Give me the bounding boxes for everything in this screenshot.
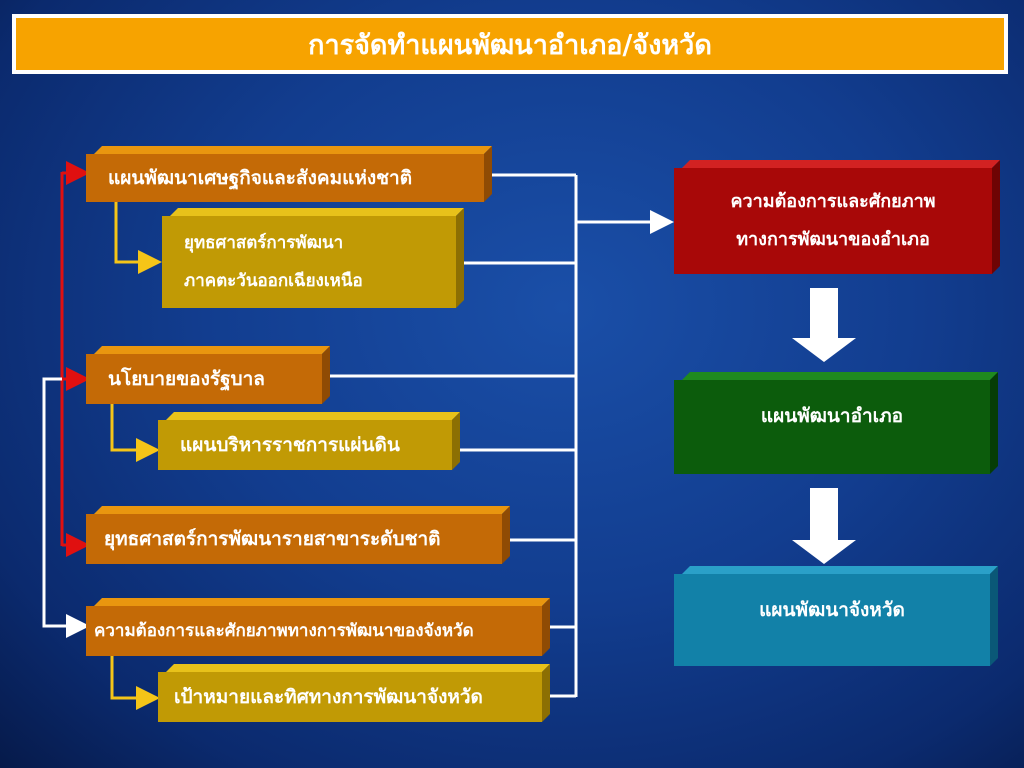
province-plan-box: แผนพัฒนาจังหวัด [674,566,998,666]
national-plan-box: แผนพัฒนาเศษฐกิจและสังคมแห่งชาติ [86,146,492,202]
district-needs-line1: ความต้องการและศักยภาพ [730,191,936,212]
regional-strategy-line2: ภาคตะวันออกเฉียงเหนือ [184,271,363,291]
district-plan-label: แผนพัฒนาอำเภอ [760,405,904,427]
gold-connectors [110,202,162,710]
page-title: การจัดทำแผนพัฒนาอำเภอ/จังหวัด [308,29,712,61]
national-plan-label: แผนพัฒนาเศษฐกิจและสังคมแห่งชาติ [108,167,413,189]
white-left-connector [42,377,90,638]
title-bar: การจัดทำแผนพัฒนาอำเภอ/จังหวัด [12,14,1008,74]
sector-strategy-label: ยุทธศาสตร์การพัฒนารายสาขาระดับชาติ [104,528,441,550]
province-goals-label: เป้าหมายและทิศทางการพัฒนาจังหวัด [174,686,483,708]
down-arrow-2 [792,488,856,564]
province-plan-label: แผนพัฒนาจังหวัด [759,599,905,621]
sector-strategy-box: ยุทธศาสตร์การพัฒนารายสาขาระดับชาติ [86,506,510,564]
province-goals-box: เป้าหมายและทิศทางการพัฒนาจังหวัด [158,664,550,722]
district-needs-line2: ทางการพัฒนาของอำเภอ [736,229,930,250]
state-admin-plan-label: แผนบริหารราชการแผ่นดิน [180,434,400,456]
title-panel: การจัดทำแผนพัฒนาอำเภอ/จังหวัด [16,18,1004,70]
state-admin-plan-box: แผนบริหารราชการแผ่นดิน [158,412,460,470]
province-needs-label: ความต้องการและศักยภาพทางการพัฒนาของจังหว… [94,621,474,641]
gov-policy-label: นโยบายของรัฐบาล [108,368,265,390]
district-needs-box: ความต้องการและศักยภาพ ทางการพัฒนาของอำเภ… [674,160,1000,274]
gov-policy-box: นโยบายของรัฐบาล [86,346,330,404]
province-needs-box: ความต้องการและศักยภาพทางการพัฒนาของจังหว… [86,598,550,656]
white-collector [330,173,674,698]
regional-strategy-line1: ยุทธศาสตร์การพัฒนา [184,233,344,253]
down-arrow-1 [792,288,856,362]
red-connector [60,161,90,557]
district-plan-box: แผนพัฒนาอำเภอ [674,372,998,474]
regional-strategy-box: ยุทธศาสตร์การพัฒนา ภาคตะวันออกเฉียงเหนือ [162,208,464,308]
